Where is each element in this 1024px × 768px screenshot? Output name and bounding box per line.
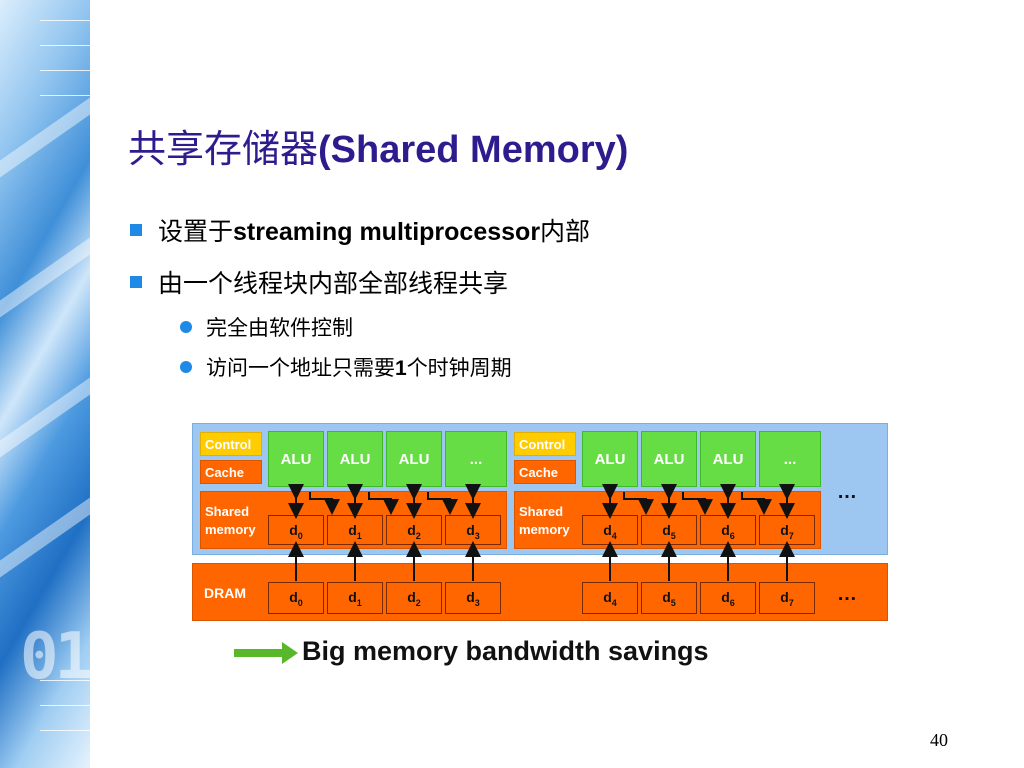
square-bullet-icon (130, 224, 142, 236)
slide-title: 共享存储器(Shared Memory) (128, 127, 629, 171)
square-bullet-icon (130, 276, 142, 288)
alu-block: ALU (268, 431, 324, 487)
round-bullet-icon (180, 361, 192, 373)
binary-digits-decoration: 01 (20, 620, 90, 694)
caption-text: Big memory bandwidth savings (302, 636, 709, 666)
dram-data-cell: d4 (582, 582, 638, 614)
dram-data-cell: d3 (445, 582, 501, 614)
more-multiprocessors-ellipsis: … (837, 481, 857, 503)
more-dram-ellipsis: … (837, 583, 857, 605)
dram-data-cell: d5 (641, 582, 697, 614)
page-number: 40 (930, 730, 948, 750)
control-block: Control (200, 432, 262, 456)
green-arrow-icon (234, 649, 284, 657)
alu-more-block: ... (759, 431, 821, 487)
shared-data-cell: d1 (327, 515, 383, 545)
dram-data-cell: d2 (386, 582, 442, 614)
cache-block: Cache (200, 460, 262, 484)
dram-data-cell: d7 (759, 582, 815, 614)
decorative-sidebar: 01 (0, 0, 90, 768)
dram-label: DRAM (204, 585, 246, 601)
alu-block: ALU (582, 431, 638, 487)
dram-data-cell: d6 (700, 582, 756, 614)
dram-data-cell: d1 (327, 582, 383, 614)
round-bullet-icon (180, 321, 192, 333)
cache-block: Cache (514, 460, 576, 484)
sub-bullet-item: 访问一个地址只需要1个时钟周期 (180, 352, 512, 382)
shared-data-cell: d6 (700, 515, 756, 545)
bullet-item: 设置于streaming multiprocessor内部 (130, 212, 590, 248)
alu-more-block: ... (445, 431, 507, 487)
alu-block: ALU (700, 431, 756, 487)
sub-bullet-item: 完全由软件控制 (180, 312, 353, 342)
bullet-item: 由一个线程块内部全部线程共享 (130, 264, 508, 300)
control-block: Control (514, 432, 576, 456)
dram-data-cell: d0 (268, 582, 324, 614)
alu-block: ALU (641, 431, 697, 487)
alu-block: ALU (386, 431, 442, 487)
data-flow-arrows (288, 484, 795, 581)
green-arrowhead-icon (282, 642, 298, 664)
alu-block: ALU (327, 431, 383, 487)
